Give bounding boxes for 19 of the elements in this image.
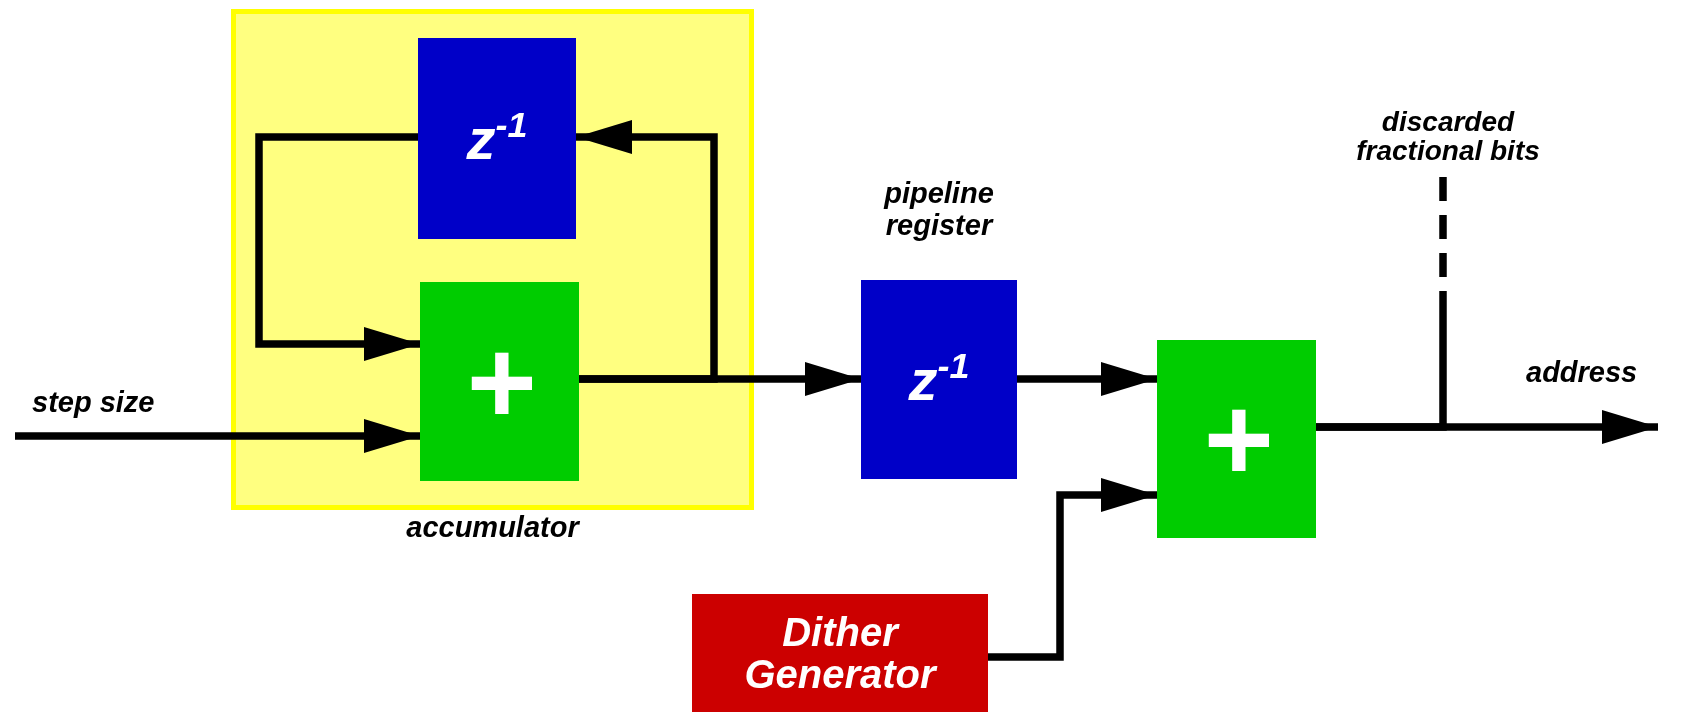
block-caption: pipeline register <box>882 178 995 242</box>
arrow <box>255 133 420 361</box>
generator-block <box>692 594 988 712</box>
adder-block <box>420 282 579 481</box>
plus-sign: + <box>1201 379 1272 499</box>
adder-block <box>1157 340 1316 538</box>
group-label: accumulator <box>405 511 581 544</box>
signal-label: address <box>1526 356 1638 389</box>
plus-sign: + <box>464 321 535 442</box>
block-label: z$^{-1}$ <box>466 106 528 171</box>
block-label: z$^{-1}$ <box>908 347 970 412</box>
block-label: Dither Generator <box>743 611 939 695</box>
delay-block <box>418 38 576 239</box>
note-text: discarded fractional bits <box>1355 106 1541 166</box>
arrow <box>988 478 1157 661</box>
connector-line <box>1316 174 1447 431</box>
arrow <box>579 362 861 396</box>
arrow <box>1017 362 1157 396</box>
signal-label: step size <box>32 386 155 419</box>
